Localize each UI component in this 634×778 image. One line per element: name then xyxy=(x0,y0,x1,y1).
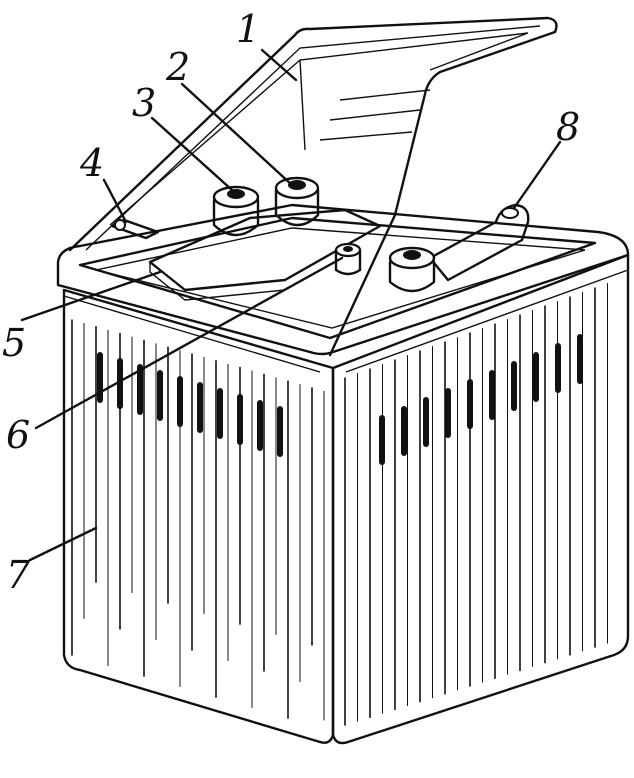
leader-8 xyxy=(512,140,562,210)
plate-edge xyxy=(149,262,286,301)
callout-1: 1 xyxy=(236,7,260,51)
callout-labels: 1 2 3 4 5 6 7 8 xyxy=(2,7,580,597)
callout-8: 8 xyxy=(556,105,580,149)
cover-reflect-4 xyxy=(319,131,413,141)
surface-hatching xyxy=(71,283,608,726)
leader-5 xyxy=(20,270,162,322)
callout-4: 4 xyxy=(79,141,104,185)
callout-6: 6 xyxy=(6,413,30,457)
front-band-line xyxy=(63,295,321,373)
callout-3: 3 xyxy=(132,81,156,125)
lid-top xyxy=(78,216,597,340)
post-6 xyxy=(334,242,362,276)
side-screw-4 xyxy=(110,218,160,240)
leader-2 xyxy=(180,82,294,187)
callout-7: 7 xyxy=(6,553,31,597)
leader-3 xyxy=(150,116,234,192)
leader-4 xyxy=(102,178,128,224)
battery-box xyxy=(56,203,630,745)
cover-pane-edge xyxy=(109,32,529,226)
knob-3 xyxy=(212,185,260,237)
leader-lines xyxy=(20,48,562,562)
box-right-face xyxy=(331,253,630,745)
cover-reflect-1 xyxy=(299,59,306,151)
terminal-block-plate xyxy=(148,208,382,301)
cover-edge-inner xyxy=(85,25,541,251)
callout-2: 2 xyxy=(165,45,190,89)
leader-7 xyxy=(28,526,98,562)
cover-reflect-3 xyxy=(329,109,421,121)
leader-1 xyxy=(260,48,298,82)
handle-8 xyxy=(388,203,530,293)
plate-body xyxy=(148,208,382,292)
cover-frame xyxy=(68,16,558,357)
knob-2 xyxy=(274,176,320,227)
right-band-line xyxy=(345,269,629,373)
lid-inner xyxy=(95,227,586,329)
leader-6 xyxy=(34,256,344,430)
transparent-cover xyxy=(68,16,558,357)
callout-5: 5 xyxy=(2,321,26,365)
cover-reflect-2 xyxy=(339,89,431,101)
box-front-face xyxy=(62,288,335,744)
box-top-rim xyxy=(56,203,630,356)
